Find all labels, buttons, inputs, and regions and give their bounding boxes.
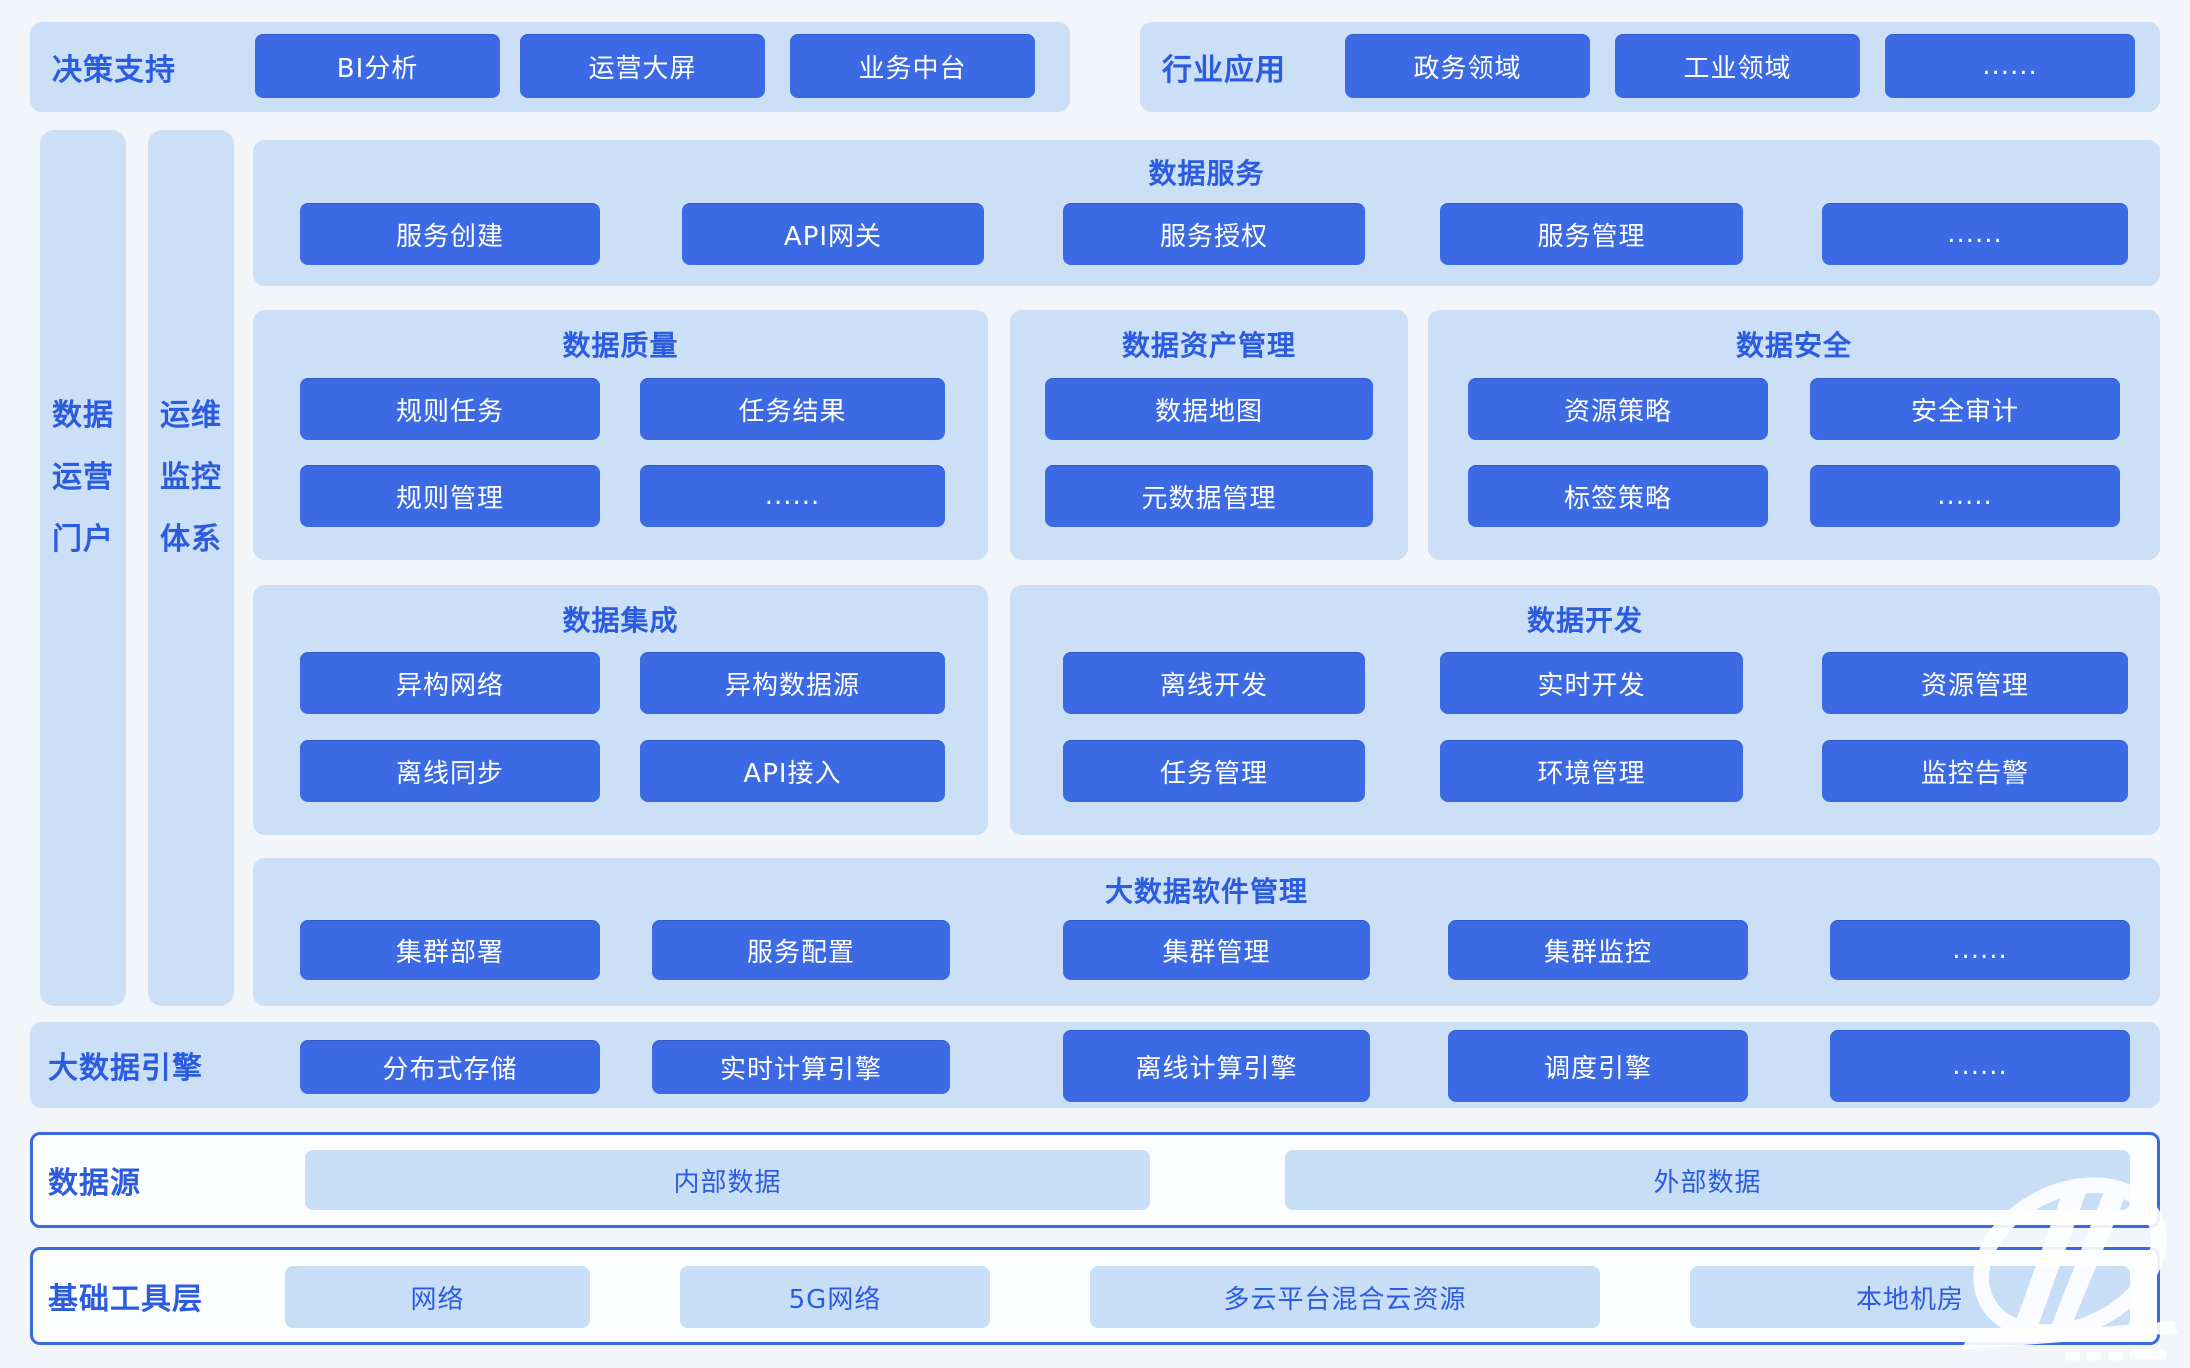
- button-cluster-management[interactable]: 集群管理: [1063, 920, 1370, 980]
- button-rule-task[interactable]: 规则任务: [300, 378, 600, 440]
- button-task-management[interactable]: 任务管理: [1063, 740, 1365, 802]
- industry-apps-label: 行业应用: [1162, 53, 1286, 88]
- button-offline-sync[interactable]: 离线同步: [300, 740, 600, 802]
- bigdata-engine-label: 大数据引擎: [48, 1051, 203, 1086]
- button-label-policy[interactable]: 标签策略: [1468, 465, 1768, 527]
- button-security-more[interactable]: ......: [1810, 465, 2120, 527]
- button-engine-more[interactable]: ......: [1830, 1030, 2130, 1102]
- button-government-domain[interactable]: 政务领域: [1345, 34, 1590, 98]
- button-environment-management[interactable]: 环境管理: [1440, 740, 1743, 802]
- data-asset-title: 数据资产管理: [1121, 329, 1296, 362]
- button-rule-management[interactable]: 规则管理: [300, 465, 600, 527]
- button-api-gateway[interactable]: API网关: [682, 203, 984, 265]
- button-distributed-storage[interactable]: 分布式存储: [300, 1040, 600, 1094]
- data-source-label: 数据源: [48, 1166, 141, 1201]
- button-data-map[interactable]: 数据地图: [1045, 378, 1373, 440]
- button-bi-analysis[interactable]: BI分析: [255, 34, 500, 98]
- button-scheduler-engine[interactable]: 调度引擎: [1448, 1030, 1748, 1102]
- button-security-audit[interactable]: 安全审计: [1810, 378, 2120, 440]
- button-service-config[interactable]: 服务配置: [652, 920, 950, 980]
- button-quality-more[interactable]: ......: [640, 465, 945, 527]
- sidebar-portal-line1: 数据: [52, 398, 114, 433]
- button-realtime-development[interactable]: 实时开发: [1440, 652, 1743, 714]
- button-task-result[interactable]: 任务结果: [640, 378, 945, 440]
- button-offline-development[interactable]: 离线开发: [1063, 652, 1365, 714]
- button-api-access[interactable]: API接入: [640, 740, 945, 802]
- brand-watermark-icon: [1962, 1177, 2178, 1361]
- infrastructure-tools-label: 基础工具层: [48, 1282, 203, 1317]
- button-network[interactable]: 网络: [285, 1266, 590, 1328]
- sidebar-portal-line3: 门户: [52, 522, 114, 557]
- button-monitor-alert[interactable]: 监控告警: [1822, 740, 2128, 802]
- sidebar-ops-line3: 体系: [160, 522, 222, 557]
- button-industry-more[interactable]: ......: [1885, 34, 2135, 98]
- button-heterogeneous-datasource[interactable]: 异构数据源: [640, 652, 945, 714]
- button-cluster-monitor[interactable]: 集群监控: [1448, 920, 1748, 980]
- button-resource-management[interactable]: 资源管理: [1822, 652, 2128, 714]
- button-industrial-domain[interactable]: 工业领域: [1615, 34, 1860, 98]
- button-external-data[interactable]: 外部数据: [1285, 1150, 2130, 1210]
- button-multicloud-hybrid-resources[interactable]: 多云平台混合云资源: [1090, 1266, 1600, 1328]
- button-service-more[interactable]: ......: [1822, 203, 2128, 265]
- data-service-title: 数据服务: [1148, 157, 1265, 190]
- button-ops-dashboard[interactable]: 运营大屏: [520, 34, 765, 98]
- data-development-title: 数据开发: [1526, 604, 1643, 637]
- decision-support-label: 决策支持: [52, 53, 176, 88]
- button-heterogeneous-network[interactable]: 异构网络: [300, 652, 600, 714]
- button-realtime-compute-engine[interactable]: 实时计算引擎: [652, 1040, 950, 1094]
- button-resource-policy[interactable]: 资源策略: [1468, 378, 1768, 440]
- button-metadata-management[interactable]: 元数据管理: [1045, 465, 1373, 527]
- button-business-middleplatform[interactable]: 业务中台: [790, 34, 1035, 98]
- button-service-create[interactable]: 服务创建: [300, 203, 600, 265]
- sidebar-data-operations-portal: 数据 运营 门户: [40, 130, 126, 1006]
- button-software-more[interactable]: ......: [1830, 920, 2130, 980]
- data-integration-title: 数据集成: [562, 604, 679, 637]
- data-security-title: 数据安全: [1735, 329, 1852, 362]
- sidebar-ops-line1: 运维: [160, 398, 222, 433]
- button-5g-network[interactable]: 5G网络: [680, 1266, 990, 1328]
- button-internal-data[interactable]: 内部数据: [305, 1150, 1150, 1210]
- button-cluster-deploy[interactable]: 集群部署: [300, 920, 600, 980]
- sidebar-portal-line2: 运营: [52, 460, 114, 495]
- button-offline-compute-engine[interactable]: 离线计算引擎: [1063, 1030, 1370, 1102]
- button-service-management[interactable]: 服务管理: [1440, 203, 1743, 265]
- bigdata-software-title: 大数据软件管理: [1104, 875, 1308, 908]
- sidebar-ops-line2: 监控: [160, 460, 222, 495]
- button-service-authorization[interactable]: 服务授权: [1063, 203, 1365, 265]
- sidebar-ops-monitoring-system: 运维 监控 体系: [148, 130, 234, 1006]
- data-quality-title: 数据质量: [562, 329, 679, 362]
